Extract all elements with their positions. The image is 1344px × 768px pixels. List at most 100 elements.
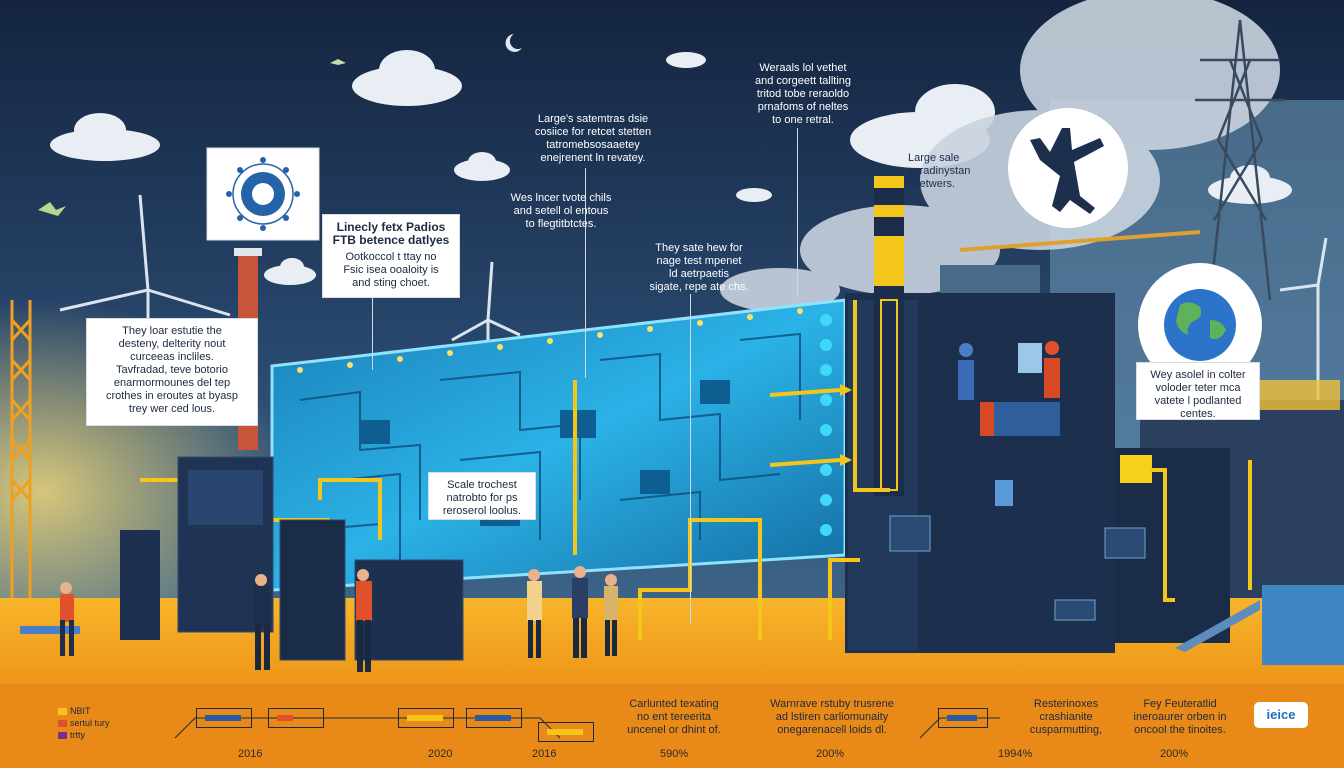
bottom-text: Warnrave rstuby trusrene ad lstiren carl… xyxy=(752,698,912,737)
callout-line: centes. xyxy=(1180,408,1216,420)
annotation-line: enejrenent ln revatey. xyxy=(540,152,646,164)
annotation-line: and corgeett tallting xyxy=(754,75,851,87)
annotation-line: Weraals lol vethet xyxy=(759,62,847,74)
annotation-line: nage test mpenet xyxy=(656,255,742,267)
legend-label: NBIT xyxy=(70,706,91,716)
cloud-icon xyxy=(50,50,1292,285)
panel-nodes xyxy=(820,314,832,536)
callout-line: enarmormounes del tep xyxy=(113,377,231,389)
annotation-line: tatromebsosaaetey xyxy=(546,139,640,151)
bottom-text: Resterinoxes crashianite cusparmutting, xyxy=(1016,698,1116,737)
year-label: 200% xyxy=(816,748,845,760)
year-label: 200% xyxy=(1160,748,1189,760)
legend-swatch xyxy=(58,708,67,716)
bottom-text: Fey Feuteratlid ineroaurer orben in onco… xyxy=(1118,698,1242,737)
bottom-text-line: ad lstiren carliomunaity xyxy=(775,711,889,723)
callout-line: curceeas incliles. xyxy=(130,351,214,363)
annotation-line: and setell ol entous xyxy=(513,205,609,217)
callout-line: natrobto for ps xyxy=(446,492,518,504)
annotation-line: cosiice for retcet stetten xyxy=(534,126,652,138)
annotation-top-center: Large's satemtras dsie cosiice for retce… xyxy=(518,113,668,165)
crane-boom xyxy=(959,230,1201,252)
callout-line: crothes in eroutes at byasp xyxy=(105,390,239,402)
storage-box xyxy=(1262,585,1344,665)
bottom-text-line: Fey Feuteratlid xyxy=(1143,698,1217,710)
leader-line xyxy=(372,298,373,370)
legend-swatch xyxy=(58,720,67,728)
workbench xyxy=(20,626,80,634)
callout-right: Wey asolel in colter voloder teter mca v… xyxy=(1136,362,1260,420)
year-label: 2016 xyxy=(238,748,263,760)
year-label: 2020 xyxy=(428,748,453,760)
annotation-big-right: They sate hew for nage test mpenet ld ae… xyxy=(634,242,764,294)
legend-label: sertul tury xyxy=(70,718,110,728)
annotation-line: ld aetrpaetis xyxy=(669,268,729,280)
bottom-text-line: oncool the tinoites. xyxy=(1134,724,1226,736)
callout-line: Ootkoccol t ttay no xyxy=(345,251,437,263)
battery-icon xyxy=(938,708,988,728)
legend-item: trtty xyxy=(58,730,85,740)
year-label: 590% xyxy=(660,748,689,760)
crane-left xyxy=(10,300,32,600)
bottom-text-line: uncenel or dhint of. xyxy=(627,724,721,736)
control-panel xyxy=(889,515,931,552)
people xyxy=(60,566,618,672)
callout-title: Linecly fetx Padios xyxy=(336,220,446,234)
bottom-text-line: crashianite xyxy=(1039,711,1093,723)
annotation-line: They sate hew for xyxy=(655,242,743,254)
exhaust-stack xyxy=(874,176,904,496)
year-label: 1994% xyxy=(998,748,1033,760)
transmission-tower xyxy=(1195,19,1285,301)
battery-icon xyxy=(466,708,522,728)
callout-line: voloder teter mca xyxy=(1155,382,1241,394)
callout-line: reroserol loolus. xyxy=(442,505,522,517)
legend-item: sertul tury xyxy=(58,718,110,728)
logo-badge: ieice xyxy=(1254,702,1308,728)
battery-icon xyxy=(196,708,252,728)
pipe-arrow xyxy=(840,384,852,396)
annotation-far-right: Large sale varadinystan chetwers. xyxy=(908,152,1000,191)
legend-item: NBIT xyxy=(58,706,91,716)
bottom-text-line: onegarenacell loids dl. xyxy=(777,724,887,736)
moon-icon xyxy=(505,34,522,52)
drone-icon xyxy=(330,59,346,65)
callout-line: Fsic isea ooaloity is xyxy=(343,264,439,276)
leader-line xyxy=(585,168,586,378)
monitor-screen xyxy=(1018,343,1042,373)
annotation-line: Wes lncer tvote chils xyxy=(510,192,612,204)
server-rack xyxy=(279,519,346,661)
annotation-line: tritod tobe reraoldo xyxy=(756,88,850,100)
annotation-line: sigate, repe ate chs. xyxy=(649,281,749,293)
annotation-line: Large's satemtras dsie xyxy=(537,113,649,125)
panel-lights xyxy=(297,308,803,373)
bottom-text: Carlunted texating no ent tereerita unce… xyxy=(614,698,734,737)
battery-icon xyxy=(398,708,454,728)
annotation-line: chetwers. xyxy=(908,178,956,190)
callout-line: and sting choet. xyxy=(352,277,430,289)
generator xyxy=(354,559,464,661)
callout-line: vatete l podlanted xyxy=(1154,395,1242,407)
callout-line: They loar estutie the xyxy=(122,325,222,337)
bird-icon xyxy=(38,202,66,216)
leader-line xyxy=(690,294,691,624)
bottom-text-line: Resterinoxes xyxy=(1033,698,1099,710)
stairs xyxy=(1175,600,1260,652)
annotation-line: prnafoms of neltes xyxy=(757,101,849,113)
callout-line: Scale trochest xyxy=(447,479,517,491)
annotation-line: varadinystan xyxy=(908,165,971,177)
annotation-line: Large sale xyxy=(908,152,960,164)
annotation-line: to one retral. xyxy=(772,114,834,126)
battery-icon xyxy=(268,708,324,728)
annotation-top-right: Weraals lol vethet and corgeett tallting… xyxy=(728,62,878,127)
callout-line: Tavfradad, teve botorio xyxy=(116,364,228,376)
legend-swatch xyxy=(58,732,67,740)
bottom-text-line: cusparmutting, xyxy=(1029,724,1103,736)
callout-line: Wey asolel in colter xyxy=(1150,369,1246,381)
year-label: 2016 xyxy=(532,748,557,760)
annotation-mid-center: Wes lncer tvote chils and setell ol ento… xyxy=(496,192,626,231)
bottom-strip-bg xyxy=(0,684,1344,768)
callout-line: desteny, delterity nout xyxy=(118,338,226,350)
callout-left: They loar estutie the desteny, delterity… xyxy=(86,318,258,426)
